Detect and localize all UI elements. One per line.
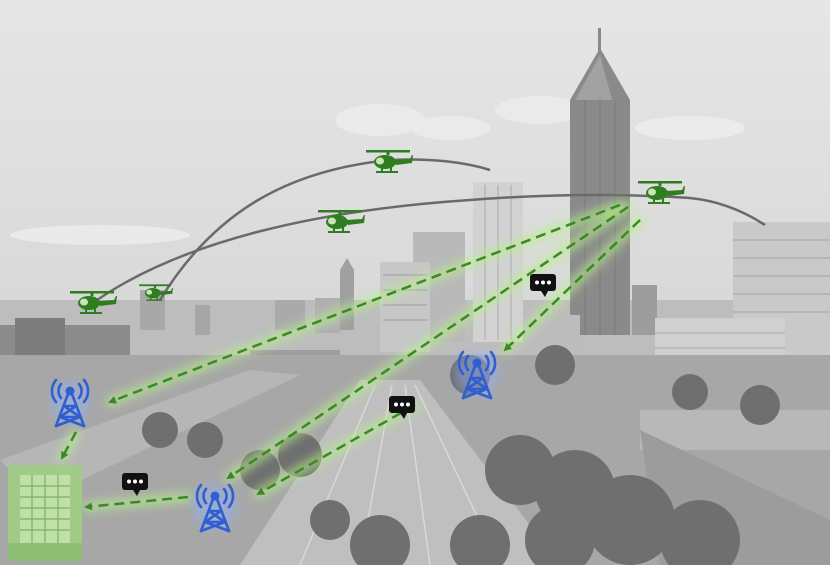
communication-links [60,203,641,511]
link-tower-center-to-tower-bottom [256,403,416,496]
clouds [10,96,745,245]
trees [142,345,780,565]
tower-left [50,378,90,428]
link-drone-to-tower-left [108,203,621,404]
flight-path-outer [158,158,491,301]
flight-path-main [89,193,766,307]
office-building-icon [8,465,82,561]
tower-bottom [193,483,237,533]
cell-tower-icon [50,350,499,533]
flight-paths [89,158,766,307]
link-drone-to-tower-bottom [226,205,629,480]
tower-center [455,350,499,400]
link-tower-bottom-to-building [84,495,189,511]
city-skyline [0,28,830,405]
link-tower-left-to-building [60,431,78,460]
